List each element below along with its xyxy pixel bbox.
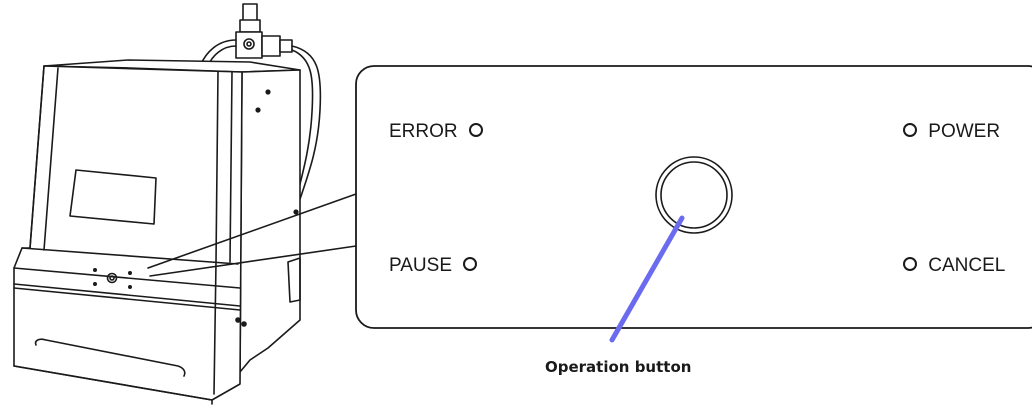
control-panel bbox=[355, 65, 1032, 329]
callout-line bbox=[149, 245, 357, 277]
pause-led-icon bbox=[463, 256, 478, 271]
operation-button-pointer bbox=[609, 215, 685, 343]
error-led-icon bbox=[468, 122, 483, 137]
operation-button[interactable] bbox=[655, 156, 733, 234]
cancel-indicator: CANCEL bbox=[903, 255, 1005, 277]
power-label: POWER bbox=[928, 121, 1001, 142]
cancel-led-icon bbox=[903, 256, 917, 271]
operation-button-callout: Operation button bbox=[545, 358, 692, 376]
power-indicator: POWER bbox=[903, 121, 1000, 143]
machine-cabinet bbox=[13, 59, 301, 405]
callout-line bbox=[147, 193, 357, 269]
pause-label: PAUSE bbox=[389, 255, 453, 276]
power-led-icon bbox=[903, 122, 917, 137]
cancel-label: CANCEL bbox=[928, 255, 1006, 276]
error-indicator: ERROR bbox=[389, 121, 483, 143]
error-label: ERROR bbox=[389, 121, 458, 142]
pause-indicator: PAUSE bbox=[389, 255, 478, 277]
